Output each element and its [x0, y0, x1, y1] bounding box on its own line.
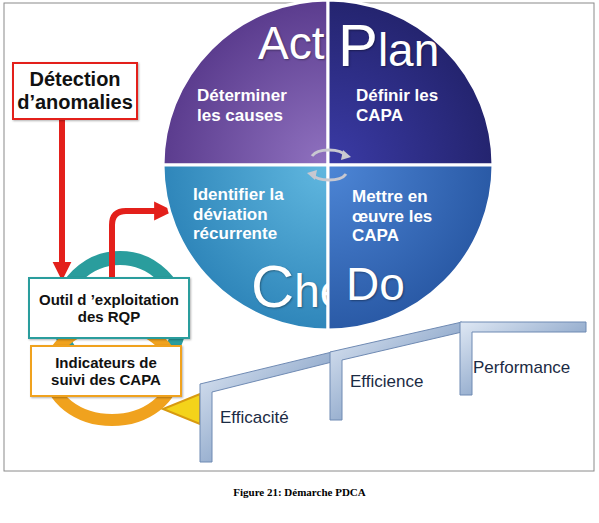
step-label: Performance: [473, 358, 570, 378]
detection-box: Détection d’anomalies: [12, 62, 138, 120]
box-text: Détection d’anomalies: [17, 68, 133, 114]
step-label: Efficacité: [220, 408, 289, 428]
pdca-letter: Plan: [338, 16, 439, 76]
step-text: Mettre en œuvre les CAPA: [352, 187, 474, 246]
step-text: Déterminer les causes: [197, 86, 309, 125]
do-quadrant: Mettre en œuvre les CAPA Do: [328, 165, 493, 330]
plan-quadrant: PlanDéfinir les CAPA: [328, 0, 493, 165]
indicator-box: Indicateurs de suivi des CAPA: [30, 345, 182, 397]
step-text: Définir les CAPA: [356, 86, 456, 125]
pdca-letter: Do: [346, 261, 405, 307]
box-text: Indicateurs de suivi des CAPA: [38, 354, 174, 389]
figure-caption: Figure 21: Démarche PDCA: [0, 486, 599, 498]
yellow-arrowhead: [163, 394, 200, 424]
step-text: Identifier la déviation récurrente: [193, 185, 323, 244]
act-quadrant: ActDéterminer les causes: [163, 0, 328, 165]
box-text: Outil d ’exploitation des RQP: [36, 291, 182, 326]
step-brackets: [200, 322, 586, 462]
step-label: Efficience: [350, 372, 423, 392]
red-arrow: [112, 211, 168, 277]
tool-box: Outil d ’exploitation des RQP: [28, 277, 190, 339]
pdca-letter: Act: [258, 20, 324, 66]
red-arrow: [59, 120, 65, 275]
